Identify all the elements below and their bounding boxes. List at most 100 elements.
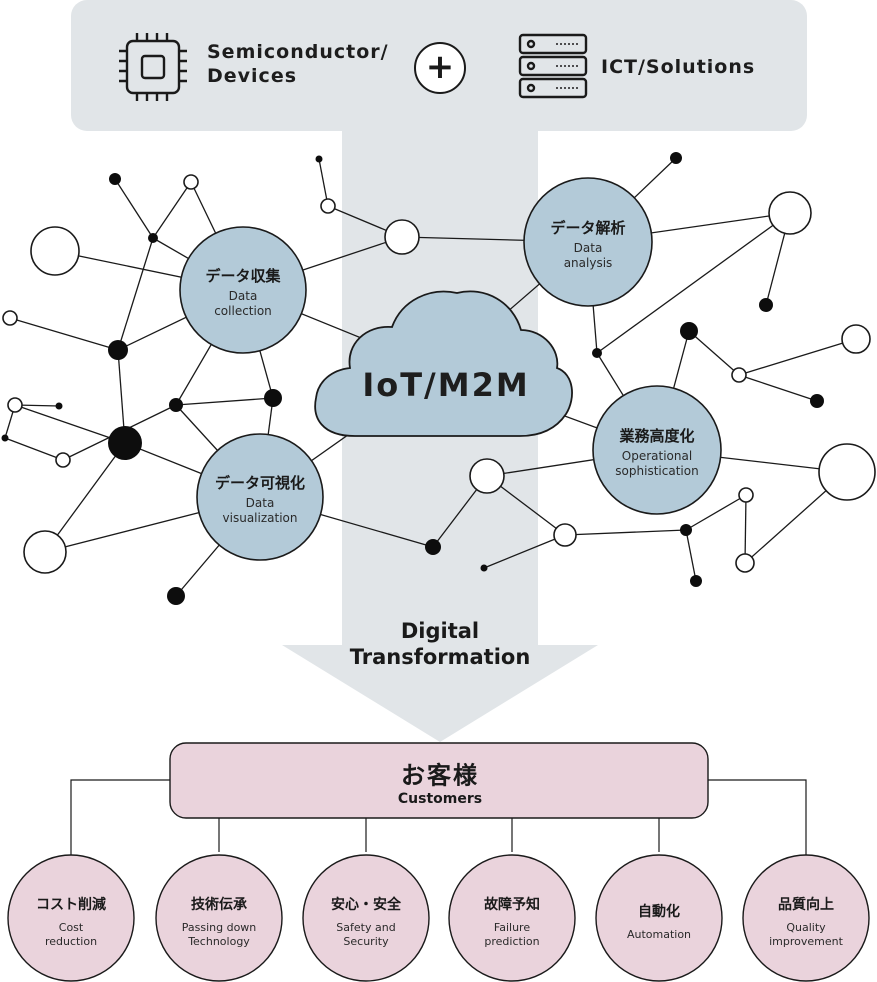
network-link [596, 212, 791, 354]
network-link [114, 178, 154, 239]
network-dot-hollow [738, 487, 754, 503]
benefit-circle [595, 854, 723, 982]
arrow-head [282, 645, 598, 742]
network-dot-filled [690, 575, 702, 587]
network-link [318, 158, 329, 207]
network-dot-filled [109, 173, 121, 185]
network-dot-hollow [818, 443, 876, 501]
network-link [483, 534, 566, 569]
network-dot-hollow [183, 174, 199, 190]
network-dot-filled [108, 340, 128, 360]
ict-solutions-label: ICT/Solutions [601, 56, 756, 78]
network-dot-filled [1, 434, 9, 442]
node-data-visualization [196, 433, 324, 561]
benefit-quality-jp: 品質向上 [778, 897, 834, 913]
node-jp: データ可視化 [214, 474, 306, 492]
node-data-analysis [523, 177, 653, 307]
network-dot-filled [315, 155, 323, 163]
benefit-failure-prediction-en: Failure prediction [484, 921, 540, 948]
node-label-data-analysis: データ解析 Data analysis [550, 217, 625, 271]
node-jp: データ解析 [550, 219, 626, 237]
network-link [117, 237, 154, 351]
benefit-failure-prediction-jp: 故障予知 [484, 897, 540, 913]
benefit-circle [7, 854, 135, 982]
benefit-circle [155, 854, 283, 982]
network-dot-filled [480, 564, 488, 572]
benefit-tech-transfer-jp: 技術伝承 [191, 897, 247, 913]
network-dot-hollow [23, 530, 67, 574]
benefit-circle [448, 854, 576, 982]
network-dot-filled [810, 394, 824, 408]
network-dot-filled [55, 402, 63, 410]
network-link [685, 529, 697, 582]
server-rack-icon [518, 33, 588, 99]
customers-title: お客様 [401, 761, 479, 790]
network-dot-hollow [841, 324, 871, 354]
network-link [738, 338, 857, 376]
network-dot-filled [169, 398, 183, 412]
benefit-cost-reduction-en: Cost reduction [44, 921, 98, 948]
benefit-safety-en: Safety and Security [336, 921, 396, 948]
node-label-data-collection: データ収集 Data collection [205, 265, 280, 319]
cloud-label: IoT/M2M [362, 366, 530, 404]
node-en: Data analysis [563, 241, 613, 270]
network-dot-filled [680, 322, 698, 340]
network-dot-hollow [469, 458, 505, 494]
customers-subtitle: Customers [397, 791, 483, 807]
network-dot-hollow [384, 219, 420, 255]
chip-icon [119, 33, 187, 101]
network-link [738, 374, 818, 402]
benefit-circle [742, 854, 870, 982]
node-label-data-visualization: データ可視化 Data visualization [215, 472, 305, 526]
plus-symbol: + [425, 47, 455, 88]
network-dot-filled [759, 298, 773, 312]
customers-box [169, 742, 709, 819]
network-dot-filled [670, 152, 682, 164]
network-dot-hollow [768, 191, 812, 235]
network-dots [1, 152, 876, 605]
network-dot-hollow [30, 226, 80, 276]
network-dot-hollow [7, 397, 23, 413]
cloud-shape [314, 290, 573, 437]
semiconductor-label: Semiconductor/ Devices [207, 41, 389, 87]
node-label-operational-sophistication: 業務高度化 Operational sophistication [615, 425, 698, 479]
network-link [744, 494, 747, 564]
network-dot-hollow [55, 452, 71, 468]
network-dot-hollow [735, 553, 755, 573]
network-link [14, 404, 126, 444]
node-jp: データ収集 [205, 267, 281, 285]
network-link [152, 181, 192, 239]
benefit-circles [7, 854, 870, 982]
network-dot-hollow [731, 367, 747, 383]
network-link [564, 529, 687, 536]
customer-connectors [70, 779, 807, 860]
node-jp: 業務高度化 [619, 427, 695, 445]
node-en: Operational sophistication [615, 449, 699, 478]
network-link [4, 437, 64, 461]
network-dot-filled [167, 587, 185, 605]
node-en: Data collection [214, 289, 272, 318]
benefit-tech-transfer-en: Passing down Technology [181, 921, 257, 948]
benefit-automation-en: Automation [626, 928, 692, 941]
network-dot-hollow [2, 310, 18, 326]
network-dot-filled [592, 348, 602, 358]
plus-icon [414, 42, 466, 94]
digital-transformation-label: Digital Transformation [349, 619, 531, 669]
network-dot-filled [680, 524, 692, 536]
benefit-circle [302, 854, 430, 982]
node-operational-sophistication [592, 385, 722, 515]
network-dot-hollow [320, 198, 336, 214]
network-dot-filled [108, 426, 142, 460]
network-link [9, 317, 119, 351]
network-link [175, 397, 274, 406]
network-dot-hollow [553, 523, 577, 547]
benefit-safety-jp: 安心・安全 [331, 897, 401, 913]
network-link [685, 494, 747, 531]
network-dot-filled [148, 233, 158, 243]
benefit-cost-reduction-jp: コスト削減 [36, 897, 106, 913]
benefit-quality-en: Quality improvement [769, 921, 843, 948]
network-dot-filled [264, 389, 282, 407]
node-data-collection [179, 226, 307, 354]
